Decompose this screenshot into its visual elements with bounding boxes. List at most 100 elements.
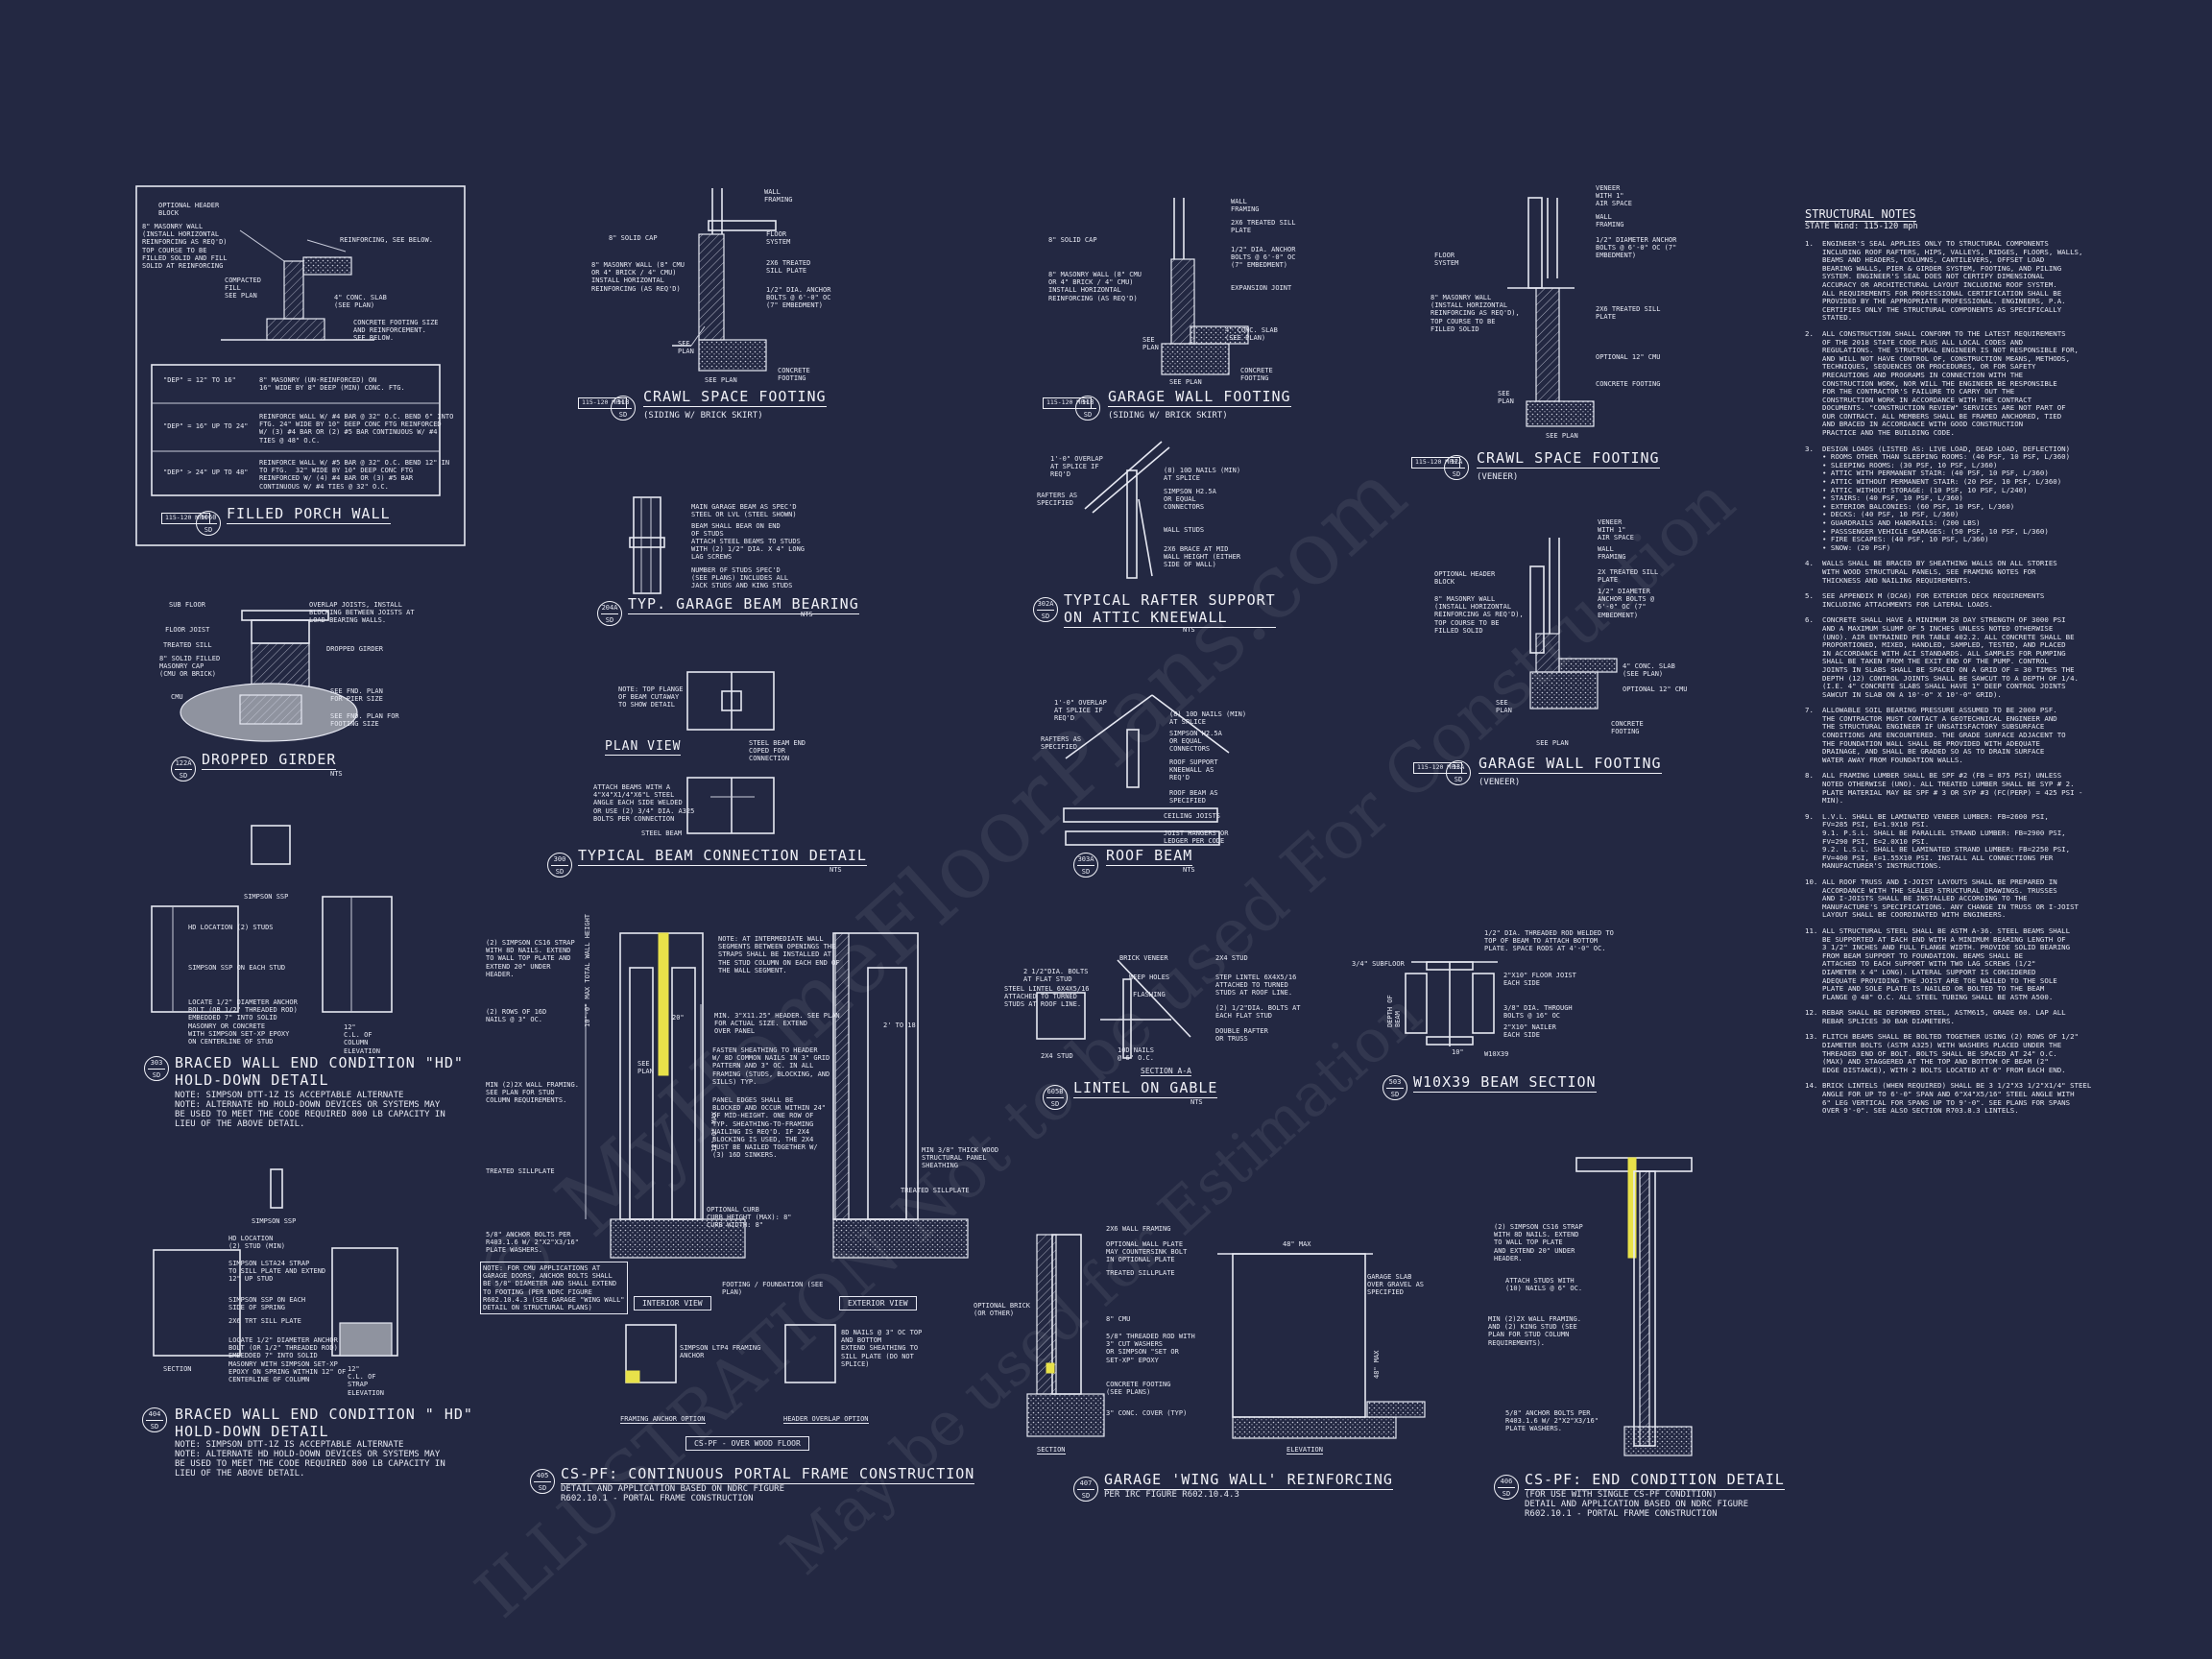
label-see-plan: SEE PLAN <box>637 1060 654 1076</box>
label-dim-wall-height: 10'-0" MAX TOTAL WALL HEIGHT <box>584 913 591 1027</box>
label-pier-size: SEE FND. PLAN FOR PIER SIZE <box>330 687 383 704</box>
label-wall-framing: WALL FRAMING <box>1596 213 1624 229</box>
nts-label: NTS <box>830 866 842 874</box>
label-weep-holes: WEEP HOLES <box>1129 974 1170 981</box>
label-veneer: VENEER WITH 1" AIR SPACE <box>1596 184 1632 208</box>
label-expansion-joint: EXPANSION JOINT <box>1231 284 1292 292</box>
braced-wall-404-note: NOTE: SIMPSON DTT-1Z IS ACCEPTABLE ALTER… <box>175 1440 445 1479</box>
label-threaded-rod: 1/2" DIA. THREADED ROD WELDED TO TOP OF … <box>1484 929 1614 953</box>
label-masonry-cap: 8" SOLID FILLED MASONRY CAP (CMU OR BRIC… <box>159 655 221 679</box>
label-header: MIN. 3"x11.25" HEADER. SEE PLAN FOR ACTU… <box>714 1012 840 1036</box>
label-concrete-footing: CONCRETE FOOTING <box>1596 380 1661 388</box>
garage-wall-footing-veneer-title: GARAGE WALL FOOTING <box>1479 755 1662 774</box>
label-brick-veneer: BRICK VENEER <box>1119 954 1168 962</box>
label-strap-elevation: 12" C.L. OF STRAP ELEVATION <box>348 1365 384 1397</box>
structural-notes-list: 1.ENGINEER'S SEAL APPLIES ONLY TO STRUCT… <box>1805 239 2093 1123</box>
beam-connection-title: TYPICAL BEAM CONNECTION DETAIL <box>578 847 867 866</box>
end-condition-detail <box>1575 1157 1693 1456</box>
note-item: 12.REBAR SHALL BE DEFORMED STEEL, ASTM61… <box>1805 1008 2066 1025</box>
label-conc-cover: 3" CONC. COVER (TYP) <box>1106 1409 1188 1417</box>
label-sill-plate: 2x6 TREATED SILL PLATE <box>766 259 811 276</box>
label-header-block: OPTIONAL HEADER BLOCK <box>1434 570 1496 587</box>
label-sill-plate: 2x6 TREATED SILL PLATE <box>1231 219 1296 235</box>
label-attach-beams: ATTACH BEAMS WITH A 4"x4"x1/4"x6"L STEEL… <box>593 783 695 823</box>
label-anchor-bolts: 1/2" DIAMETER ANCHOR BOLTS @ 6'-0" OC (7… <box>1596 236 1677 260</box>
label-number-of-studs: NUMBER OF STUDS SPEC'D (SEE PLANS) INCLU… <box>691 566 793 590</box>
label-simpson-ssp: SIMPSON SSP <box>252 1217 297 1225</box>
label-w10x39: W10x39 <box>1484 1050 1509 1058</box>
braced-wall-404-title: BRACED WALL END CONDITION " HD" HOLD-DOW… <box>175 1406 473 1440</box>
wing-wall-reinforcing-detail <box>1026 1234 1426 1439</box>
label-framing-anchor: SIMPSON LTP4 FRAMING ANCHOR <box>680 1344 761 1360</box>
crawl-space-footing-brick-title: CRAWL SPACE FOOTING <box>643 388 827 407</box>
label-joist-hangers: JOIST HANGERS OR LEDGER PER CODE <box>1164 830 1229 846</box>
structural-notes-title: STRUCTURAL NOTES <box>1805 207 1916 222</box>
label-bolts-flat-stud: (2) 1/2"dia. BOLTS AT EACH FLAT STUD <box>1215 1004 1301 1021</box>
note-item: 7.ALLOWABLE SOIL BEARING PRESSURE ASSUME… <box>1805 706 2066 764</box>
label-cmu: CMU <box>171 693 183 701</box>
label-section: SECTION <box>163 1365 192 1373</box>
note-item: 6.CONCRETE SHALL HAVE A MINIMUM 28 DAY S… <box>1805 615 2079 699</box>
label-concrete-footing: CONCRETE FOOTING (SEE PLANS) <box>1106 1381 1171 1397</box>
label-nails: 10d NAILS @ 6" O.C. <box>1118 1046 1154 1063</box>
dropped-girder-detail <box>180 610 358 742</box>
label-nails: (8) 10d NAILS (MIN) AT SPLICE <box>1169 710 1247 727</box>
label-sill-plate: 2x6 TRT SILL PLATE <box>228 1317 301 1325</box>
label-column-elevation: 12" C.L. OF COLUMN ELEVATION <box>344 1023 380 1055</box>
label-masonry-wall: 8" MASONRY WALL (INSTALL HORIZONTAL REIN… <box>142 223 228 271</box>
label-header-block: OPTIONAL HEADER BLOCK <box>158 202 220 218</box>
garage-wall-footing-brick-title: GARAGE WALL FOOTING <box>1108 388 1291 407</box>
note-item: 14.BRICK LINTELS (WHEN REQUIRED) SHALL B… <box>1805 1081 2092 1116</box>
label-rafters: RAFTERS AS SPECIFIED <box>1041 735 1082 752</box>
label-treated-sillplate: TREATED SILLPLATE <box>486 1167 555 1175</box>
label-wall-studs: WALL STUDS <box>1164 526 1205 534</box>
label-ssp-each-side: SIMPSON SSP ON EACH SIDE OF SPRING <box>228 1296 306 1312</box>
label-roof-support: ROOF SUPPORT KNEEWALL AS REQ'D <box>1169 758 1218 782</box>
crawl-space-footing-veneer-title: CRAWL SPACE FOOTING <box>1477 449 1660 469</box>
crawl-space-footing-veneer-detail <box>1507 197 1595 427</box>
label-anchor-bolts: 5/8" ANCHOR BOLTS PER R403.1.6 W/ 2"x2"x… <box>1505 1409 1599 1433</box>
label-flange-note: NOTE: TOP FLANGE OF BEAM CUTAWAY TO SHOW… <box>618 685 684 709</box>
label-wall-framing: WALL FRAMING <box>1598 545 1626 562</box>
wing-wall-subtitle: PER IRC FIGURE R602.10.4.3 <box>1104 1490 1239 1500</box>
label-treated-sillplate-2: TREATED SILLPLATE <box>901 1187 970 1194</box>
garage-wall-footing-veneer-subtitle: (VENEER) <box>1479 778 1521 787</box>
label-garage-slab: GARAGE SLAB OVER GRAVEL AS SPECIFIED <box>1367 1273 1425 1297</box>
label-masonry-wall: 8" MASONRY WALL (INSTALL HORIZONTAL REIN… <box>1434 595 1524 635</box>
label-masonry-wall: 8" MASONRY WALL (8" CMU OR 4" BRICK / 4"… <box>1048 271 1142 302</box>
label-panel-edges: PANEL EDGES SHALL BE BLOCKED AND OCCUR W… <box>712 1096 827 1160</box>
label-grade: SEE PLAN <box>1498 390 1514 406</box>
label-simpson: SIMPSON H2.5A OR EQUAL CONNECTORS <box>1169 730 1222 754</box>
label-nails: (8) 10d NAILS (MIN) AT SPLICE <box>1164 467 1241 483</box>
label-steel-beam: STEEL BEAM <box>641 830 683 837</box>
label-grade: SEE PLAN <box>1496 699 1512 715</box>
label-attach-studs: ATTACH STUDS WITH (10) NAILS @ 6" OC. <box>1505 1277 1583 1293</box>
label-brace: 2x6 BRACE AT MID WALL HEIGHT (EITHER SID… <box>1164 545 1241 569</box>
table-row-2-key: "DEP" = 16" UP TO 24" <box>163 422 249 430</box>
label-concrete-footing: CONCRETE FOOTING <box>778 367 810 383</box>
label-overlap-joists: OVERLAP JOISTS, INSTALL BLOCKING BETWEEN… <box>309 601 415 625</box>
label-see-plan: SEE PLAN <box>1536 739 1569 747</box>
label-masonry-wall: 8" MASONRY WALL (8" CMU OR 4" BRICK / 4"… <box>591 261 685 293</box>
label-optional-brick: OPTIONAL BRICK (OR OTHER) <box>974 1302 1031 1318</box>
label-treated-sill: TREATED SILL <box>163 641 212 649</box>
label-veneer: VENEER WITH 1" AIR SPACE <box>1598 518 1634 542</box>
label-simpson: SIMPSON H2.5A OR EQUAL CONNECTORS <box>1164 488 1216 512</box>
portal-frame-subtitle: DETAIL AND APPLICATION BASED ON NDRC FIG… <box>561 1484 784 1503</box>
label-anchor-bolts: 1/2" DIAMETER ANCHOR BOLTS @ 6'-0" OC (7… <box>1598 588 1655 619</box>
label-min-framing: MIN (2)2X WALL FRAMING. AND (2) KING STU… <box>1488 1315 1581 1347</box>
plan-view-label: PLAN VIEW <box>605 739 682 756</box>
label-fasten-sheathing: FASTEN SHEATHING TO HEADER W/ 8d COMMON … <box>712 1046 830 1086</box>
label-sheathing: MIN 3/8" THICK WOOD STRUCTURAL PANEL SHE… <box>922 1146 999 1170</box>
note-item: 4.WALLS SHALL BE BRACED BY SHEATHING WAL… <box>1805 559 2057 585</box>
label-floor-system: FLOOR SYSTEM <box>1434 252 1459 268</box>
note-item: 9.L.V.L. SHALL BE LAMINATED VENEER LUMBE… <box>1805 811 2071 871</box>
